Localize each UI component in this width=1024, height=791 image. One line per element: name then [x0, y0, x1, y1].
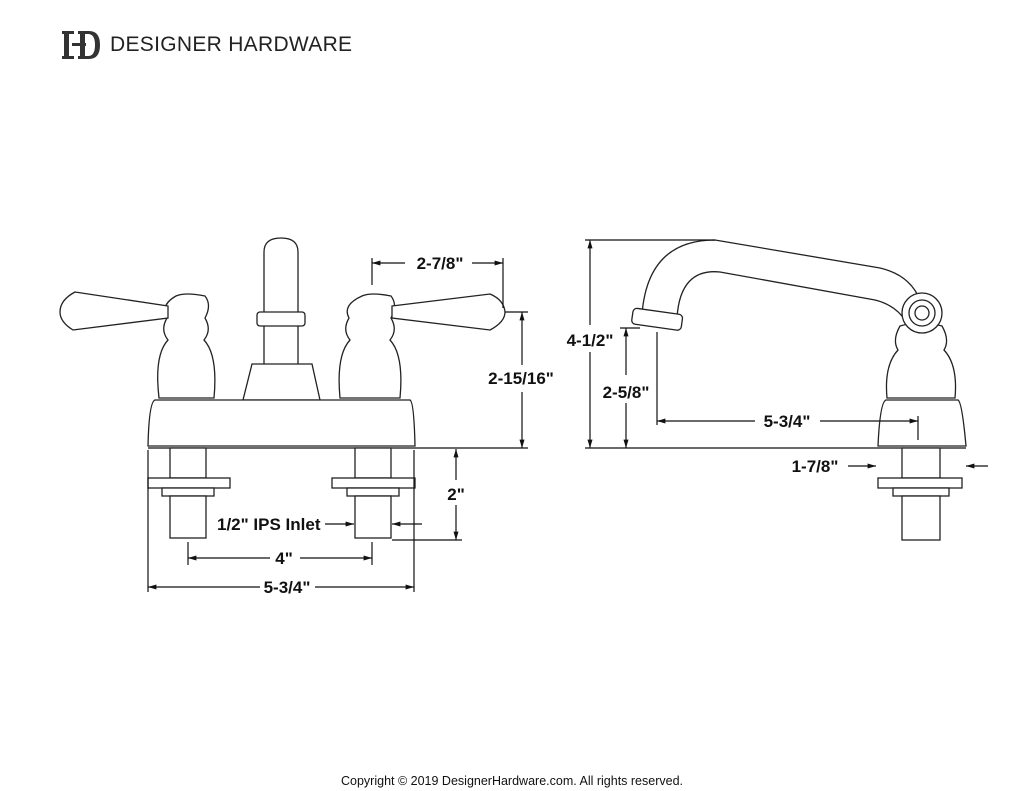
dh-monogram-icon [62, 31, 100, 59]
inlet-label: 1/2" IPS Inlet [217, 515, 321, 534]
copyright-text: Copyright © 2019 DesignerHardware.com. A… [341, 774, 683, 788]
aerator-nut [256, 311, 306, 327]
right-handle-body [338, 293, 402, 399]
side-handle-body [885, 322, 957, 399]
dim-height: 2-15/16" [488, 369, 554, 388]
dim-spout-clearance: 2-5/8" [603, 383, 650, 402]
dim-spout-reach: 5-3/4" [764, 412, 811, 431]
spout-base [242, 363, 321, 401]
front-view: 2-7/8" 2-15/16" 2" 1/2" IPS Inlet 4" 5-3… [59, 237, 554, 597]
left-handle-lever [59, 291, 169, 331]
left-shank [147, 447, 231, 539]
dim-base-depth: 1-7/8" [792, 457, 839, 476]
dim-overall-width: 5-3/4" [264, 578, 311, 597]
side-view: 4-1/2" 2-5/8" 5-3/4" 1-7/8" [567, 239, 988, 541]
brand-logo: DESIGNER HARDWARE [62, 28, 352, 62]
side-aerator [631, 307, 684, 331]
right-handle-lever [391, 293, 506, 331]
right-shank [331, 447, 416, 539]
dim-handle-spread: 2-7/8" [417, 254, 464, 273]
left-handle-body [157, 293, 216, 399]
dim-total-height: 4-1/2" [567, 331, 614, 350]
spout-arm [641, 239, 921, 322]
dim-center: 4" [275, 549, 293, 568]
brand-name: DESIGNER HARDWARE [110, 33, 353, 56]
side-deck [877, 399, 967, 447]
spout-stem [263, 237, 299, 366]
deck-plate [147, 399, 416, 447]
dim-shank-length: 2" [447, 485, 465, 504]
